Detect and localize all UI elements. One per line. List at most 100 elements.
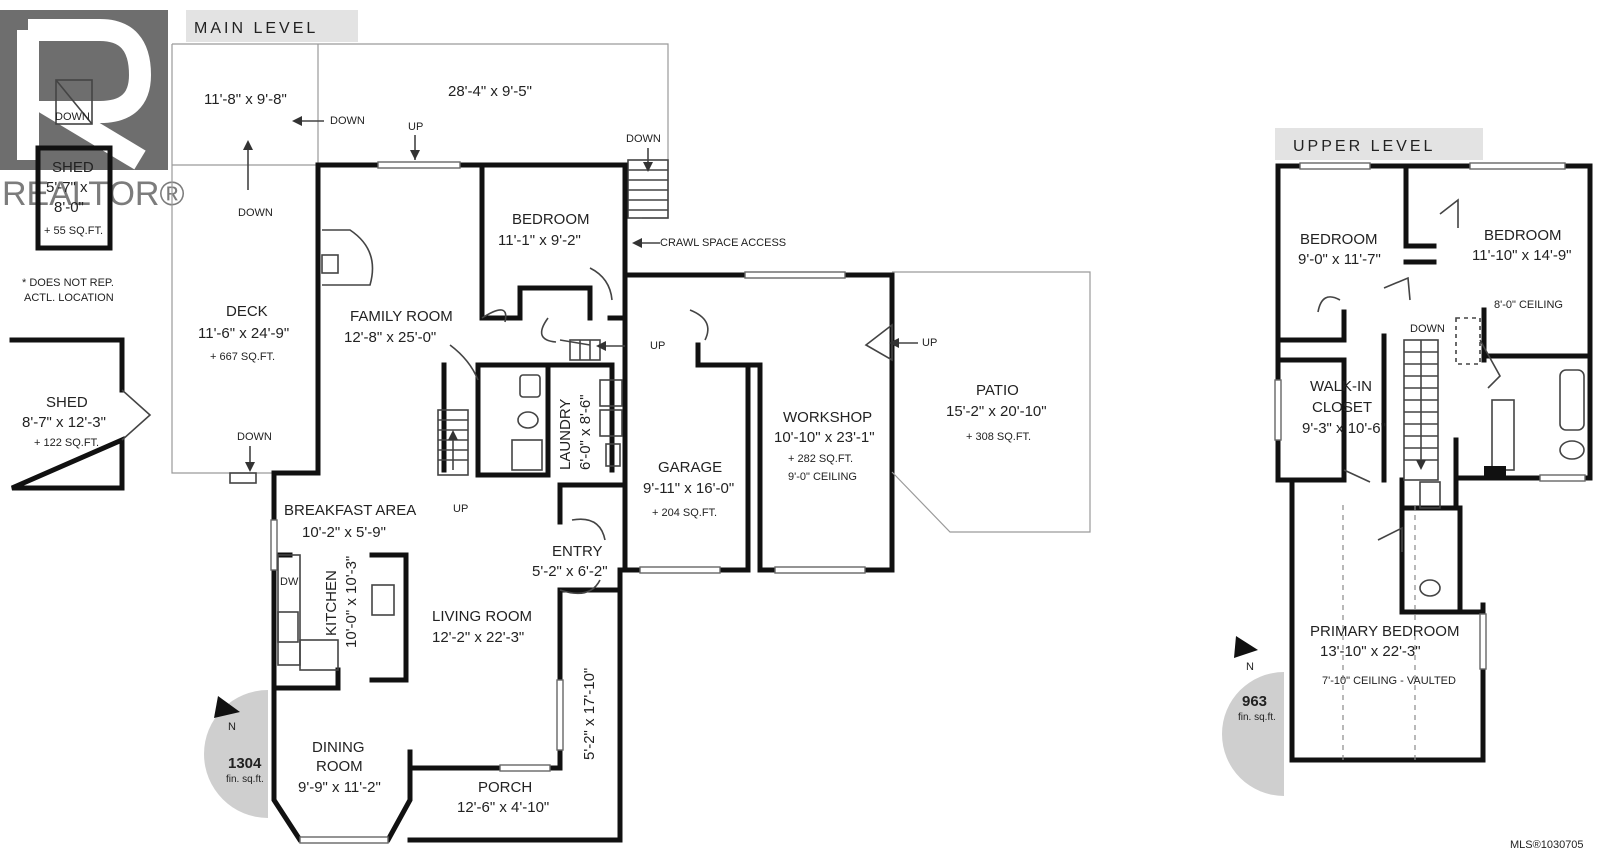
upper-level-title: UPPER LEVEL: [1293, 138, 1435, 155]
family-room-dims: 12'-8" x 25'-0": [344, 329, 436, 346]
kitchen-fixtures: [277, 554, 395, 671]
large-shed: [9, 337, 152, 491]
upper-down-label: DOWN: [1410, 323, 1445, 335]
down-label-4: DOWN: [237, 431, 272, 443]
closet-dims: 9'-3" x 10'-6": [1302, 420, 1386, 437]
upper-bedroom1-name: BEDROOM: [1300, 231, 1378, 248]
hearth: [321, 254, 339, 274]
bedroom-dims: 11'-1" x 9'-2": [498, 232, 581, 249]
upper-bedroom2-ceiling: 8'-0" CEILING: [1494, 299, 1563, 311]
living-room-name: LIVING ROOM: [432, 608, 532, 625]
dishwasher-label: DW: [280, 576, 299, 588]
main-level-title: MAIN LEVEL: [194, 20, 318, 37]
workshop-dims: 10'-10" x 23'-1": [774, 429, 875, 446]
upper-sqft-value: 963: [1242, 693, 1267, 710]
bathroom-fixtures: [511, 374, 623, 471]
up-label-2: UP: [650, 340, 665, 352]
dining-name: DINING: [312, 739, 365, 756]
entry-dims: 5'-2" x 6'-2": [532, 563, 608, 580]
small-shed-dims-1: 5'-7" x: [46, 179, 88, 196]
small-shed-name: SHED: [52, 159, 94, 176]
breakfast-dims: 10'-2" x 5'-9": [302, 524, 386, 541]
laundry-name: LAUNDRY: [557, 399, 574, 470]
deck-right-dims: 28'-4" x 9'-5": [448, 83, 532, 100]
deck-area: + 667 SQ.FT.: [210, 351, 275, 363]
up-label-1: UP: [408, 121, 423, 133]
up-label-3: UP: [922, 337, 937, 349]
large-shed-name: SHED: [46, 394, 88, 411]
down-label-2: DOWN: [626, 133, 661, 145]
mls-number: MLS®1030705: [1510, 839, 1584, 851]
small-shed: [35, 79, 113, 251]
upper-stairs: [1403, 339, 1439, 481]
deck-arrows: [243, 116, 660, 472]
laundry-dims: 6'-0" x 8'-6": [577, 394, 594, 470]
primary-bedroom-name: PRIMARY BEDROOM: [1310, 623, 1459, 640]
main-level-banner: [186, 10, 358, 42]
upper-bath-fixtures: [1419, 369, 1585, 597]
realtor-logo: REALTOR®: [0, 10, 185, 213]
porch-dims: 12'-6" x 4'-10": [457, 799, 549, 816]
upper-bedroom2-name: BEDROOM: [1484, 227, 1562, 244]
crawl-space-label: CRAWL SPACE ACCESS: [660, 237, 786, 249]
patio-name: PATIO: [976, 382, 1019, 399]
upper-level-banner: [1275, 128, 1483, 160]
primary-bedroom-dims: 13'-10" x 22'-3": [1320, 643, 1421, 660]
upper-windows: [1274, 162, 1586, 670]
kitchen-name: KITCHEN: [323, 570, 340, 636]
patio-outline: [891, 271, 1091, 533]
main-sqft-unit: fin. sq.ft.: [226, 774, 264, 785]
down-label-1: DOWN: [330, 115, 365, 127]
upper-sqft-badge: [1222, 636, 1284, 796]
entry-name: ENTRY: [552, 543, 603, 560]
porch-name: PORCH: [478, 779, 532, 796]
main-sqft-badge: [204, 690, 268, 818]
windows: [270, 161, 866, 844]
closet-name-1: WALK-IN: [1310, 378, 1372, 395]
workshop-name: WORKSHOP: [783, 409, 872, 426]
upper-north-label: N: [1246, 661, 1254, 673]
deck-dims: 11'-6" x 24'-9": [198, 325, 289, 342]
porch-side-dims: 5'-2" x 17'-10": [581, 668, 598, 760]
shed-note-2: ACTL. LOCATION: [24, 292, 114, 304]
dining-dims: 9'-9" x 11'-2": [298, 779, 381, 796]
dining-name-2: ROOM: [316, 758, 363, 775]
patio-area: + 308 SQ.FT.: [966, 431, 1031, 443]
deck-name: DECK: [226, 303, 268, 320]
family-room-name: FAMILY ROOM: [350, 308, 453, 325]
kitchen-dims: 10'-0" x 10'-3": [343, 556, 360, 648]
garage-name: GARAGE: [658, 459, 722, 476]
closet-name-2: CLOSET: [1312, 399, 1372, 416]
realtor-logo-text: REALTOR®: [2, 175, 185, 213]
breakfast-name: BREAKFAST AREA: [284, 502, 416, 519]
upper-bedroom2-dims: 11'-10" x 14'-9": [1472, 247, 1572, 264]
small-shed-dims-2: 8'-0": [54, 199, 84, 216]
shed-note-1: * DOES NOT REP.: [22, 277, 114, 289]
workshop-area: + 282 SQ.FT.: [788, 453, 853, 465]
workshop-ceiling: 9'-0" CEILING: [788, 471, 857, 483]
bedroom-name: BEDROOM: [512, 211, 590, 228]
patio-dims: 15'-2" x 20'-10": [946, 403, 1047, 420]
large-shed-area: + 122 SQ.FT.: [34, 437, 99, 449]
living-room-dims: 12'-2" x 22'-3": [432, 629, 524, 646]
small-shed-area: + 55 SQ.FT.: [44, 225, 103, 237]
garage-dims: 9'-11" x 16'-0": [643, 480, 734, 497]
main-sqft-value: 1304: [228, 755, 262, 772]
interior-stairs: [437, 338, 918, 476]
small-shed-down: DOWN: [55, 111, 90, 123]
primary-bedroom-ceiling: 7'-10" CEILING - VAULTED: [1322, 675, 1456, 687]
deck-upper-dims: 11'-8" x 9'-8": [204, 91, 287, 108]
fireplace: [322, 229, 374, 286]
up-label-4: UP: [453, 503, 468, 515]
upper-sqft-unit: fin. sq.ft.: [1238, 712, 1276, 723]
large-shed-dims: 8'-7" x 12'-3": [22, 414, 106, 431]
down-label-3: DOWN: [238, 207, 273, 219]
main-house-walls: [271, 162, 895, 843]
upper-door-swings: [1317, 198, 1501, 552]
upper-vault-lines: [1342, 505, 1416, 760]
main-north-label: N: [228, 721, 236, 733]
garage-area: + 204 SQ.FT.: [652, 507, 717, 519]
deck-outline: [171, 43, 669, 484]
upper-bedroom1-dims: 9'-0" x 11'-7": [1298, 251, 1381, 268]
